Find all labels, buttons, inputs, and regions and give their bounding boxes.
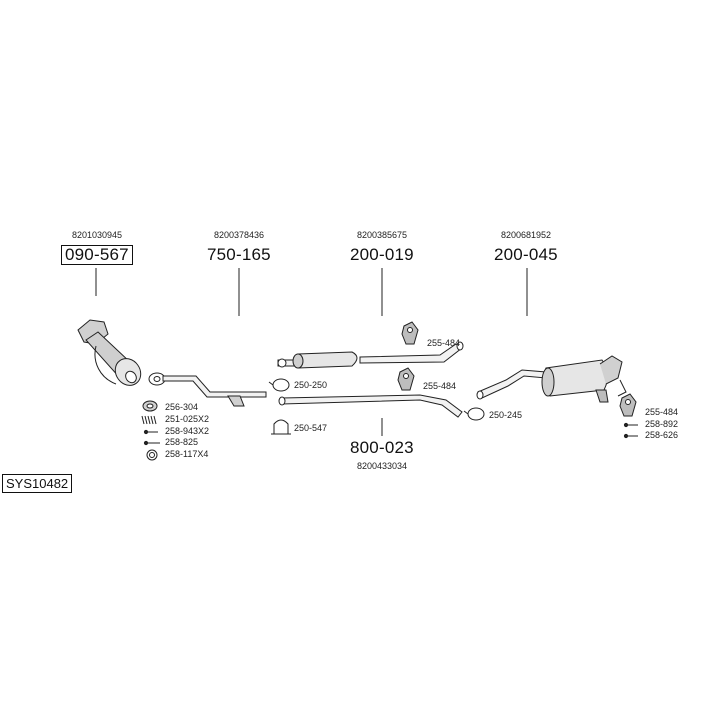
clamp: [268, 378, 290, 392]
bolt-icon: [143, 429, 158, 435]
fitting-label: 258-943X2: [165, 426, 210, 436]
intermediate-pipe: [278, 394, 463, 418]
ring-icon: [146, 449, 158, 461]
rear-silencer-ref: 8200681952: [501, 230, 552, 240]
spring-icon: [141, 415, 157, 425]
intermediate-pipe-ref: 8200433034: [357, 461, 408, 471]
gasket-icon: [142, 400, 158, 412]
hanger-label: 255-484: [427, 338, 461, 348]
system-code: SYS10482: [2, 474, 73, 493]
catalyst-ref: 8201030945: [72, 230, 123, 240]
catalytic-converter: [77, 319, 142, 386]
middle-silencer-ref: 8200385675: [357, 230, 408, 240]
rear-silencer: [476, 355, 627, 403]
bolt-icon: [623, 433, 638, 439]
rear-silencer-part-number: 200-045: [494, 245, 558, 264]
bolt-icon: [143, 440, 160, 446]
middle-silencer: [277, 341, 464, 369]
catalyst-part-number: 090-567: [61, 245, 133, 265]
middle-silencer-part-number: 200-019: [350, 245, 414, 264]
rear-fitting-label: 258-626: [645, 430, 679, 440]
clamp: [463, 407, 485, 421]
rear-fitting-label: 258-892: [645, 419, 679, 429]
rubber-hanger: [401, 321, 419, 345]
front-pipe: [148, 372, 267, 407]
fitting-label: 258-825: [165, 437, 199, 447]
fitting-label: 251-025X2: [165, 414, 210, 424]
bolt-icon: [623, 422, 638, 428]
clamp-label: 250-547: [294, 423, 328, 433]
hanger-label: 255-484: [423, 381, 457, 391]
fitting-label: 258-117X4: [165, 449, 209, 459]
rubber-hanger: [397, 367, 415, 391]
rubber-hanger: [619, 393, 637, 417]
rear-fitting-label: 255-484: [645, 407, 679, 417]
clamp: [271, 419, 291, 435]
front-pipe-part-number: 750-165: [207, 245, 271, 264]
front-pipe-ref: 8200378436: [214, 230, 265, 240]
fitting-label: 256-304: [165, 402, 199, 412]
clamp-label: 250-245: [489, 410, 523, 420]
clamp-label: 250-250: [294, 380, 328, 390]
intermediate-pipe-part-number: 800-023: [350, 438, 414, 457]
